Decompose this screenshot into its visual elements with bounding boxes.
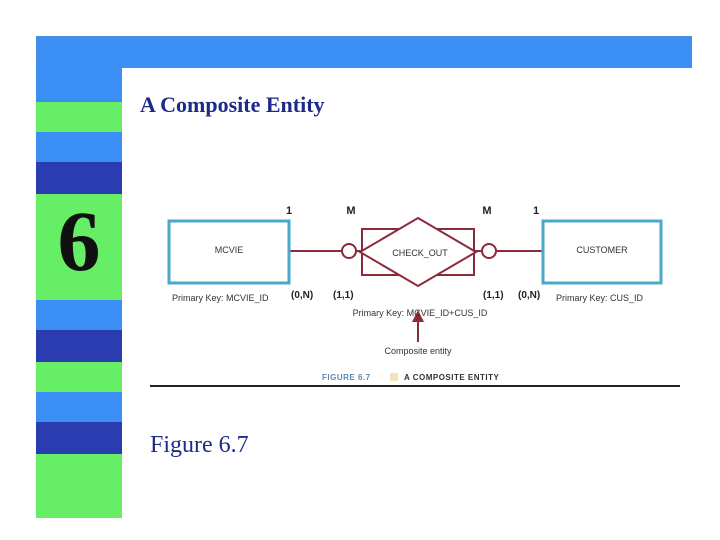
connectivity-right-b: (0,N) [518,290,540,301]
optional-circle-left [341,243,357,259]
stripe-blue [36,68,122,102]
stripe-blue [36,392,122,422]
cardinality-left-outer: 1 [286,205,292,217]
composite-entity-annotation: Composite entity [384,346,452,356]
stripe-navy [36,330,122,362]
primary-key-customer: Primary Key: CUS_ID [556,293,644,303]
connectivity-right-a: (1,1) [483,290,504,301]
connectivity-left-b: (1,1) [333,290,354,301]
optional-circle-right [481,243,497,259]
entity-name-movie: MCVIE [215,245,244,255]
cardinality-right-outer: 1 [533,205,539,217]
figure-number-label: FIGURE 6.7 [322,373,371,382]
stripe-blue [36,132,122,162]
entity-box-movie [167,219,291,285]
figure-bullet [390,373,398,381]
stripe-green [36,194,122,300]
primary-key-composite: Primary Key: MCVIE_ID+CUS_ID [353,308,488,318]
stripe-blue [36,300,122,330]
cardinality-right-inner: M [482,205,491,217]
figure-caption: Figure 6.7 [150,432,249,458]
top-header-bar [36,36,692,68]
stripe-green [36,362,122,392]
stripe-green [36,454,122,518]
chapter-number: 6 [57,193,101,289]
slide-title: A Composite Entity [140,92,325,117]
relationship-name: CHECK_OUT [392,248,448,258]
stripe-navy [36,162,122,194]
stripe-green [36,102,122,132]
stripe-navy [36,422,122,454]
figure-title-label: A COMPOSITE ENTITY [404,373,500,382]
connectivity-left-a: (0,N) [291,290,313,301]
relationship-diamond [358,216,478,288]
annotation-arrow-head [412,310,424,322]
sidebar-stripes [36,68,122,518]
entity-box-customer [541,219,663,285]
primary-key-movie: Primary Key: MCVIE_ID [172,293,269,303]
cardinality-left-inner: M [346,205,355,217]
entity-name-customer: CUSTOMER [576,245,628,255]
